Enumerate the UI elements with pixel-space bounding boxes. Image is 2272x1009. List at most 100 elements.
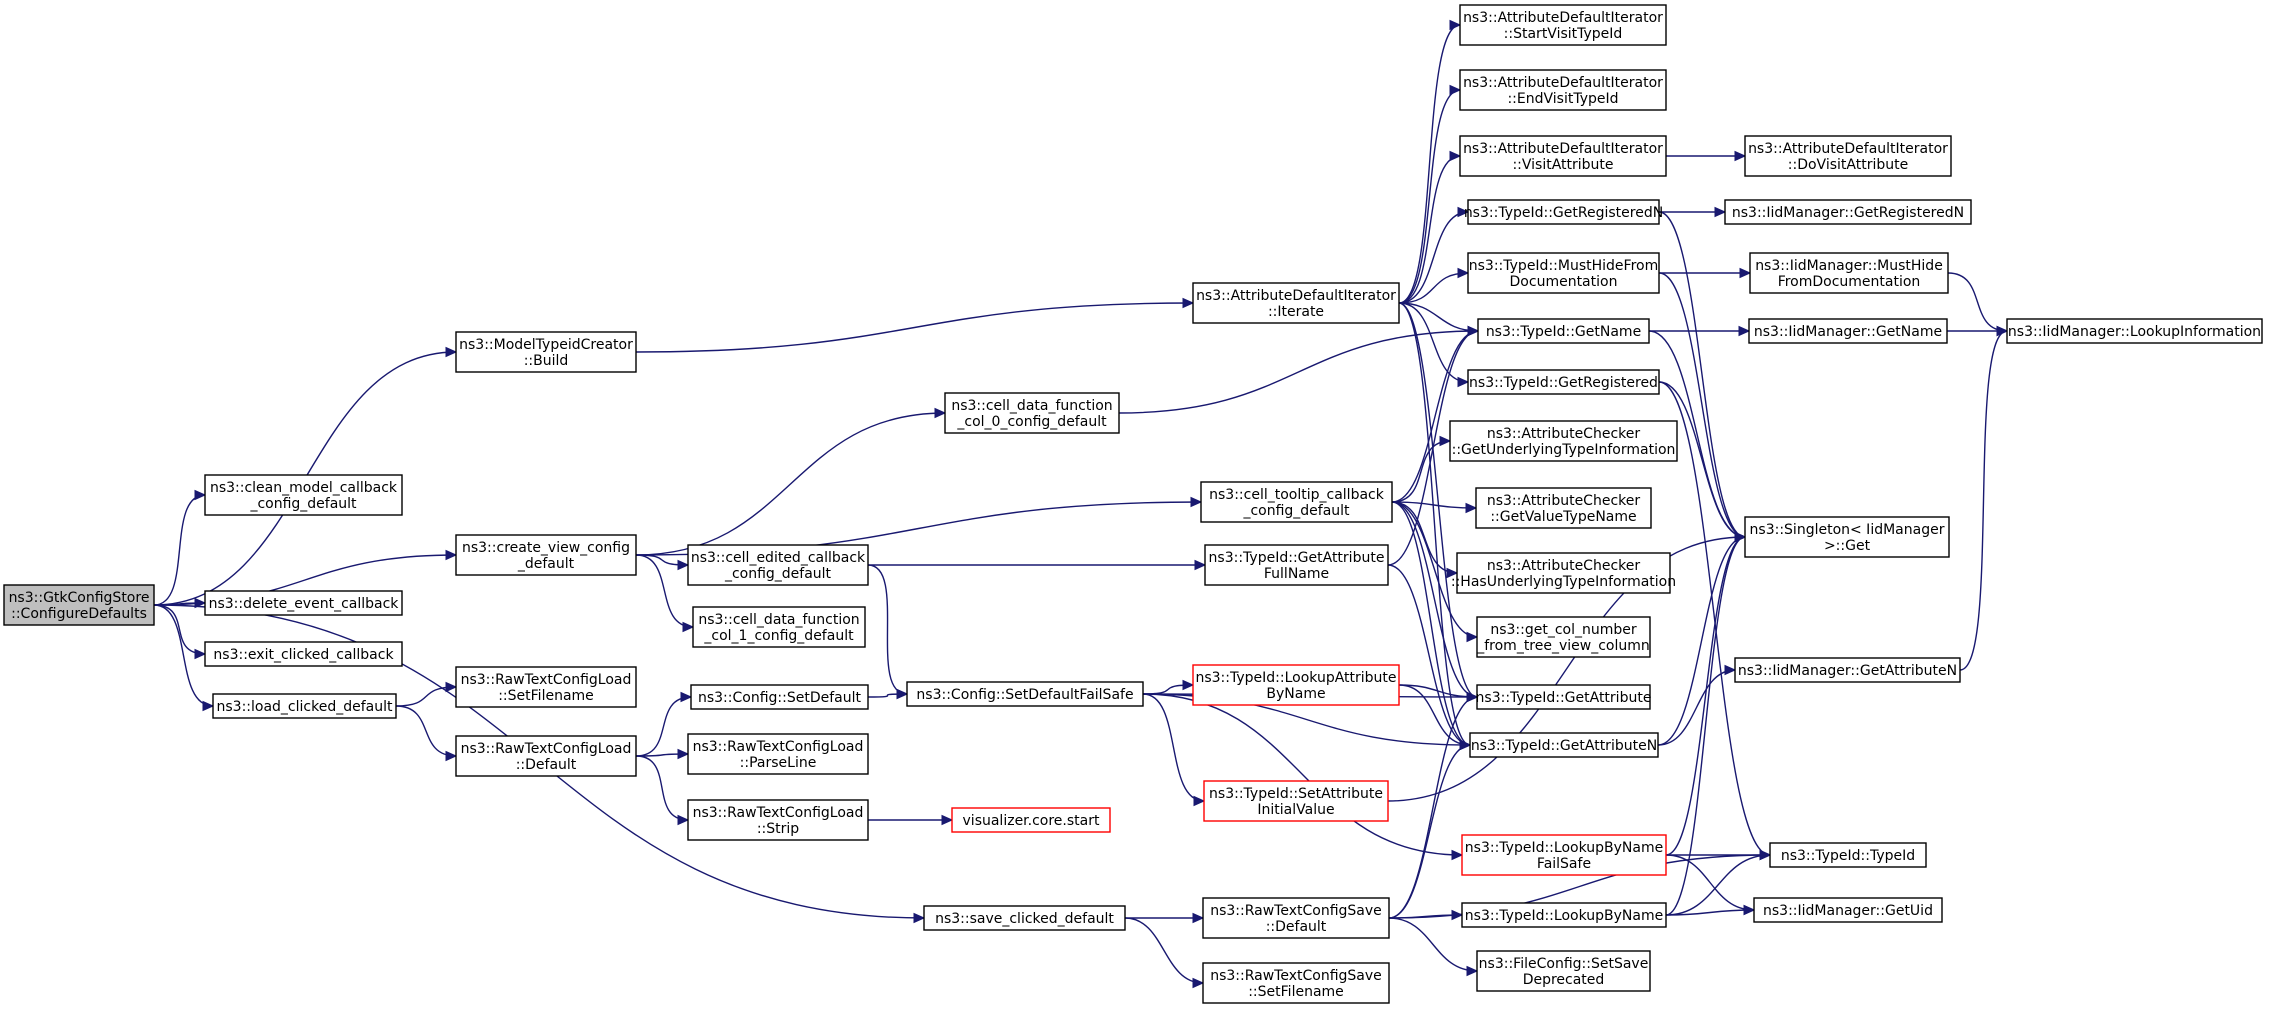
node-raw-load-parseline[interactable]: ns3::RawTextConfigLoad::ParseLine (687, 733, 869, 775)
node-box-load-clicked[interactable] (212, 693, 397, 719)
node-box-typeid-getattrfullname[interactable] (1204, 544, 1389, 586)
node-box-fileconfig-setsave[interactable] (1476, 950, 1651, 992)
node-raw-save-default[interactable]: ns3::RawTextConfigSave::Default (1202, 897, 1390, 939)
node-iidmgr-getregisteredn[interactable]: ns3::IidManager::GetRegisteredN (1724, 199, 1972, 225)
node-box-typeid-lookupattrbyname[interactable] (1192, 664, 1400, 706)
node-create-view[interactable]: ns3::create_view_config_default (455, 534, 637, 576)
node-typeid-getattribute[interactable]: ns3::TypeId::GetAttribute (1476, 684, 1652, 710)
node-attrchecker-hasunderlying[interactable]: ns3::AttributeChecker::HasUnderlyingType… (1451, 552, 1676, 594)
node-box-attr-iter-iterate[interactable] (1192, 282, 1400, 324)
node-box-typeid-getname[interactable] (1477, 318, 1650, 344)
node-cell-data-col0[interactable]: ns3::cell_data_function_col_0_config_def… (944, 392, 1120, 434)
node-clean-model[interactable]: ns3::clean_model_callback_config_default (204, 474, 403, 516)
node-attrchecker-getvaluetype[interactable]: ns3::AttributeChecker::GetValueTypeName (1475, 487, 1652, 529)
node-typeid-typeid[interactable]: ns3::TypeId::TypeId (1769, 842, 1927, 868)
node-cell-edited[interactable]: ns3::cell_edited_callback_config_default (687, 544, 869, 586)
node-box-attr-iter-endvisit[interactable] (1459, 69, 1667, 111)
node-box-raw-save-default[interactable] (1202, 897, 1390, 939)
node-raw-load-strip[interactable]: ns3::RawTextConfigLoad::Strip (687, 799, 869, 841)
node-box-iidmgr-getattributen[interactable] (1734, 657, 1961, 683)
node-attr-iter-dovisit[interactable]: ns3::AttributeDefaultIterator::DoVisitAt… (1744, 135, 1952, 177)
node-box-attrchecker-hasunderlying[interactable] (1456, 552, 1671, 594)
node-box-typeid-lookupbyname[interactable] (1461, 902, 1667, 928)
node-box-typeid-typeid[interactable] (1769, 842, 1927, 868)
node-viz-start[interactable]: visualizer.core.start (951, 807, 1111, 833)
node-box-cell-edited[interactable] (687, 544, 869, 586)
node-box-attr-iter-visitattr[interactable] (1459, 135, 1667, 177)
node-box-clean-model[interactable] (204, 474, 403, 516)
node-box-attr-iter-dovisit[interactable] (1744, 135, 1952, 177)
node-box-typeid-getattributen[interactable] (1469, 732, 1659, 758)
node-box-typeid-getattribute[interactable] (1476, 684, 1651, 710)
node-box-iidmgr-musthide[interactable] (1749, 252, 1949, 294)
node-box-singleton-get[interactable] (1744, 516, 1950, 558)
node-typeid-getregistered[interactable]: ns3::TypeId::GetRegistered (1467, 369, 1660, 395)
node-config-setdefault[interactable]: ns3::Config::SetDefault (690, 684, 869, 710)
node-box-cell-tooltip[interactable] (1200, 481, 1393, 523)
node-iidmgr-getuid[interactable]: ns3::IidManager::GetUid (1753, 897, 1943, 923)
node-box-config-setdefaultfailsafe[interactable] (906, 681, 1144, 707)
node-box-delete-event[interactable] (204, 590, 403, 616)
node-typeid-getname[interactable]: ns3::TypeId::GetName (1477, 318, 1650, 344)
node-box-raw-load-parseline[interactable] (687, 733, 869, 775)
node-attr-iter-endvisit[interactable]: ns3::AttributeDefaultIterator::EndVisitT… (1459, 69, 1667, 111)
node-box-cell-data-col0[interactable] (944, 392, 1120, 434)
node-singleton-get[interactable]: ns3::Singleton< IidManager >::Get (1744, 516, 1950, 558)
node-box-iidmgr-getname[interactable] (1748, 318, 1948, 344)
node-cell-data-col1[interactable]: ns3::cell_data_function_col_1_config_def… (692, 606, 866, 648)
node-box-get-col-number[interactable] (1476, 616, 1651, 658)
node-cell-tooltip[interactable]: ns3::cell_tooltip_callback_config_defaul… (1200, 481, 1393, 523)
node-raw-load-setfilename[interactable]: ns3::RawTextConfigLoad::SetFilename (455, 666, 637, 708)
node-iidmgr-musthide[interactable]: ns3::IidManager::MustHideFromDocumentati… (1749, 252, 1949, 294)
node-typeid-lookupbyname[interactable]: ns3::TypeId::LookupByName (1461, 902, 1667, 928)
node-attr-iter-startvisit[interactable]: ns3::AttributeDefaultIterator::StartVisi… (1459, 4, 1667, 46)
node-box-viz-start[interactable] (951, 807, 1111, 833)
node-box-typeid-getregisteredn[interactable] (1467, 199, 1660, 225)
node-iidmgr-getname[interactable]: ns3::IidManager::GetName (1748, 318, 1948, 344)
node-iidmgr-getattributen[interactable]: ns3::IidManager::GetAttributeN (1734, 657, 1961, 683)
node-box-raw-load-strip[interactable] (687, 799, 869, 841)
node-box-model-build[interactable] (455, 331, 637, 373)
node-raw-save-setfilename[interactable]: ns3::RawTextConfigSave::SetFilename (1202, 962, 1390, 1004)
node-box-iidmgr-getuid[interactable] (1753, 897, 1943, 923)
node-box-iidmgr-lookupinfo[interactable] (2006, 318, 2263, 344)
node-box-raw-load-setfilename[interactable] (455, 666, 637, 708)
node-raw-load-default[interactable]: ns3::RawTextConfigLoad::Default (455, 735, 637, 777)
node-attrchecker-getunderlying[interactable]: ns3::AttributeChecker::GetUnderlyingType… (1449, 420, 1678, 462)
node-box-attrchecker-getunderlying[interactable] (1449, 420, 1678, 462)
node-save-clicked[interactable]: ns3::save_clicked_default (923, 905, 1126, 931)
node-box-typeid-getregistered[interactable] (1467, 369, 1660, 395)
node-box-attr-iter-startvisit[interactable] (1459, 4, 1667, 46)
node-typeid-getregisteredn[interactable]: ns3::TypeId::GetRegisteredN (1464, 199, 1663, 225)
node-attr-iter-iterate[interactable]: ns3::AttributeDefaultIterator::Iterate (1192, 282, 1400, 324)
node-get-col-number[interactable]: ns3::get_col_number_from_tree_view_colum… (1476, 616, 1651, 658)
node-box-raw-load-default[interactable] (455, 735, 637, 777)
node-box-typeid-musthide[interactable] (1467, 252, 1660, 294)
node-attr-iter-visitattr[interactable]: ns3::AttributeDefaultIterator::VisitAttr… (1459, 135, 1667, 177)
node-load-clicked[interactable]: ns3::load_clicked_default (212, 693, 397, 719)
node-model-build[interactable]: ns3::ModelTypeidCreator::Build (455, 331, 637, 373)
node-exit-clicked[interactable]: ns3::exit_clicked_callback (204, 641, 403, 667)
node-box-iidmgr-getregisteredn[interactable] (1724, 199, 1972, 225)
node-typeid-getattributen[interactable]: ns3::TypeId::GetAttributeN (1469, 732, 1659, 758)
node-box-raw-save-setfilename[interactable] (1202, 962, 1390, 1004)
node-box-cell-data-col1[interactable] (692, 606, 866, 648)
node-box-save-clicked[interactable] (923, 905, 1126, 931)
node-box-exit-clicked[interactable] (204, 641, 403, 667)
node-box-create-view[interactable] (455, 534, 637, 576)
node-box-typeid-lookupbynamefailsafe[interactable] (1461, 834, 1667, 876)
node-box-typeid-setattrinit[interactable] (1203, 780, 1389, 822)
node-box-root[interactable] (3, 584, 155, 626)
node-box-config-setdefault[interactable] (690, 684, 869, 710)
node-box-attrchecker-getvaluetype[interactable] (1475, 487, 1652, 529)
node-delete-event[interactable]: ns3::delete_event_callback (204, 590, 403, 616)
node-root[interactable]: ns3::GtkConfigStore::ConfigureDefaults (3, 584, 155, 626)
node-iidmgr-lookupinfo[interactable]: ns3::IidManager::LookupInformation (2006, 318, 2263, 344)
node-config-setdefaultfailsafe[interactable]: ns3::Config::SetDefaultFailSafe (906, 681, 1144, 707)
